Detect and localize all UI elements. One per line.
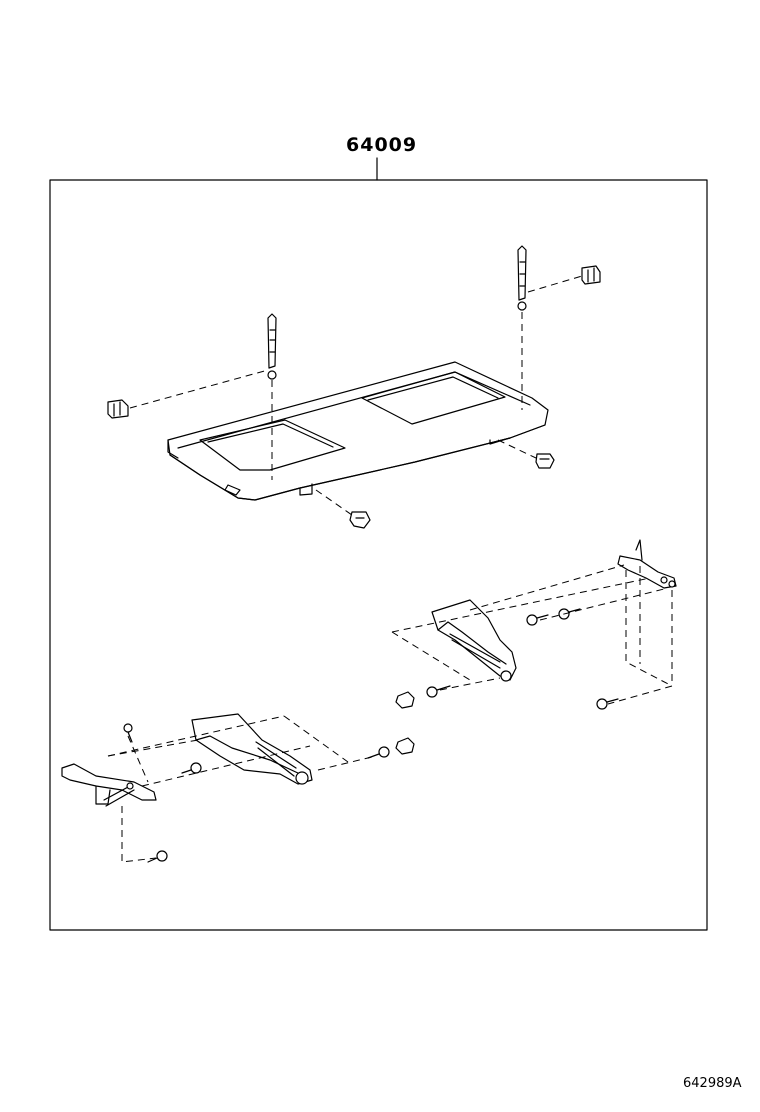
reference-code: 642989A bbox=[683, 1076, 742, 1091]
nut-right[interactable] bbox=[395, 691, 415, 709]
clip-right[interactable] bbox=[581, 265, 601, 285]
clip-left[interactable] bbox=[107, 399, 129, 419]
hinge-mount-left[interactable] bbox=[61, 763, 157, 807]
hinge-mount-right[interactable] bbox=[617, 539, 677, 589]
bolt-right-4[interactable] bbox=[596, 698, 619, 710]
strap-left[interactable] bbox=[267, 313, 277, 380]
hinge-bracket-left[interactable] bbox=[191, 713, 313, 785]
strap-right[interactable] bbox=[517, 245, 527, 311]
hinge-bracket-right[interactable] bbox=[431, 599, 517, 682]
bolt-left-top[interactable] bbox=[123, 723, 133, 743]
package-tray-trim[interactable] bbox=[167, 361, 549, 501]
bolt-right-3[interactable] bbox=[426, 685, 451, 698]
cushion-front[interactable] bbox=[349, 511, 371, 529]
bolt-right-1[interactable] bbox=[526, 614, 549, 626]
nut-left[interactable] bbox=[395, 737, 415, 755]
bolt-left-bottom[interactable] bbox=[147, 850, 168, 863]
bolt-left-1[interactable] bbox=[181, 762, 202, 774]
bolt-left-2[interactable] bbox=[367, 746, 390, 759]
part-number: 64009 bbox=[346, 134, 418, 156]
cushion-rear[interactable] bbox=[535, 453, 555, 469]
assembly-frame bbox=[49, 179, 708, 931]
